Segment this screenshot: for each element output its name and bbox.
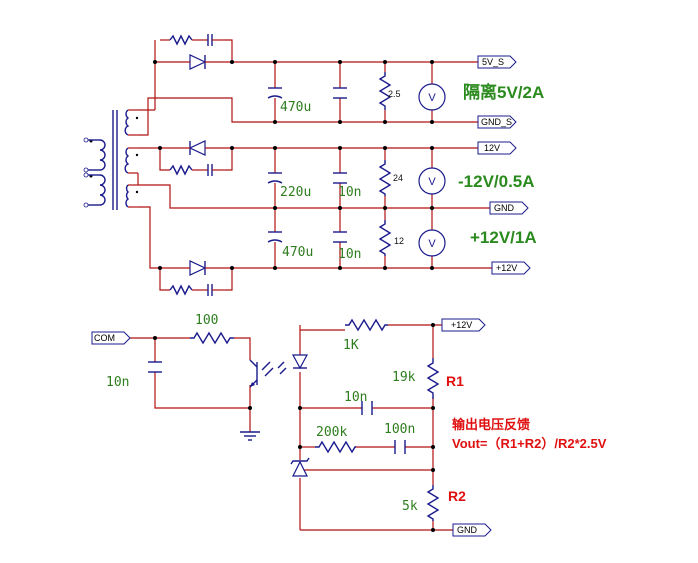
value-470u-bot: 470u [282, 245, 313, 260]
annotations: 隔离5V/2A -12V/0.5A +12V/1A R1 R2 输出电压反馈 V… [446, 82, 607, 504]
res-2-5 [378, 72, 392, 110]
label-r2: R2 [448, 488, 466, 504]
value-200k: 200k [316, 425, 347, 440]
resistors [190, 72, 440, 521]
value-220u: 220u [280, 185, 311, 200]
cap-220u [267, 172, 283, 184]
value-2-5: 2.5 [388, 89, 401, 99]
rectifier-diode-5v [160, 54, 232, 70]
cap-10n-fb [361, 401, 373, 415]
value-24: 24 [393, 173, 403, 183]
value-12: 12 [394, 236, 404, 246]
svg-text:+12V: +12V [496, 263, 517, 273]
feedback-title: 输出电压反馈 [452, 417, 530, 432]
svg-text:GND_S: GND_S [481, 117, 512, 127]
value-10n-fb: 10n [344, 390, 367, 405]
cap-470u-top [267, 87, 283, 99]
ground-symbol [240, 431, 260, 441]
transformer [83, 109, 139, 210]
value-10n-b: 10n [338, 247, 361, 262]
res-12 [378, 220, 392, 256]
value-5k: 5k [402, 499, 418, 514]
cap-10n-a [333, 172, 347, 184]
snubber-5v [169, 34, 225, 46]
value-19k: 19k [392, 370, 416, 385]
svg-text:V: V [428, 92, 436, 104]
cap-10n-top [333, 87, 347, 99]
cap-10n-b [333, 231, 347, 243]
label-r1: R1 [446, 373, 464, 389]
res-100 [190, 331, 234, 345]
label-pos12: +12V/1A [470, 228, 537, 247]
net-label-plus-12v: +12V [491, 261, 531, 275]
tl431-reference [290, 457, 310, 477]
value-10n-a: 10n [338, 185, 361, 200]
svg-text:GND: GND [494, 203, 515, 213]
rectifier-diode-neg12v [160, 140, 232, 156]
component-values: 470u 220u 10n 470u 10n 100 10n 1K 19k 10… [106, 89, 418, 514]
res-24 [378, 160, 392, 196]
junctions [153, 60, 435, 532]
cap-470u-bot [267, 231, 283, 243]
value-100: 100 [195, 313, 218, 328]
svg-text:COM: COM [94, 333, 115, 343]
value-100n: 100n [384, 422, 415, 437]
svg-text:12V: 12V [484, 143, 500, 153]
net-label-gnd-s: GND_S [477, 115, 517, 129]
svg-text:V: V [428, 176, 436, 188]
res-1k [345, 318, 388, 332]
rectifier-diode-pos12v [160, 260, 232, 276]
net-label-12v: 12V [477, 141, 517, 155]
net-label-plus-12v-feedback: +12V [441, 318, 486, 332]
svg-text:5V_S: 5V_S [482, 57, 504, 67]
svg-text:V: V [428, 238, 436, 250]
snubber-pos12v [169, 284, 225, 296]
net-label-gnd: GND [489, 201, 529, 215]
cap-100n [394, 440, 406, 454]
capacitors [148, 87, 406, 454]
label-neg12: -12V/0.5A [458, 172, 535, 191]
snubber-neg12v [169, 164, 225, 176]
res-200k [315, 440, 356, 454]
cap-10n-com [148, 361, 162, 373]
label-iso-5v: 隔离5V/2A [463, 82, 544, 102]
net-label-gnd-feedback: GND [452, 523, 492, 537]
res-5k [426, 485, 440, 521]
voltmeters: V V V [418, 83, 446, 257]
value-1k: 1K [343, 338, 359, 353]
feedback-formula: Vout=（R1+R2）/R2*2.5V [452, 436, 607, 451]
value-470u-top: 470u [280, 100, 311, 115]
value-10n-com: 10n [106, 375, 129, 390]
svg-text:GND: GND [457, 525, 478, 535]
res-19k [426, 358, 440, 399]
net-label-5v-s: 5V_S [477, 55, 517, 69]
optocoupler [249, 354, 309, 388]
net-label-com: COM [91, 331, 131, 345]
svg-text:+12V: +12V [451, 320, 472, 330]
